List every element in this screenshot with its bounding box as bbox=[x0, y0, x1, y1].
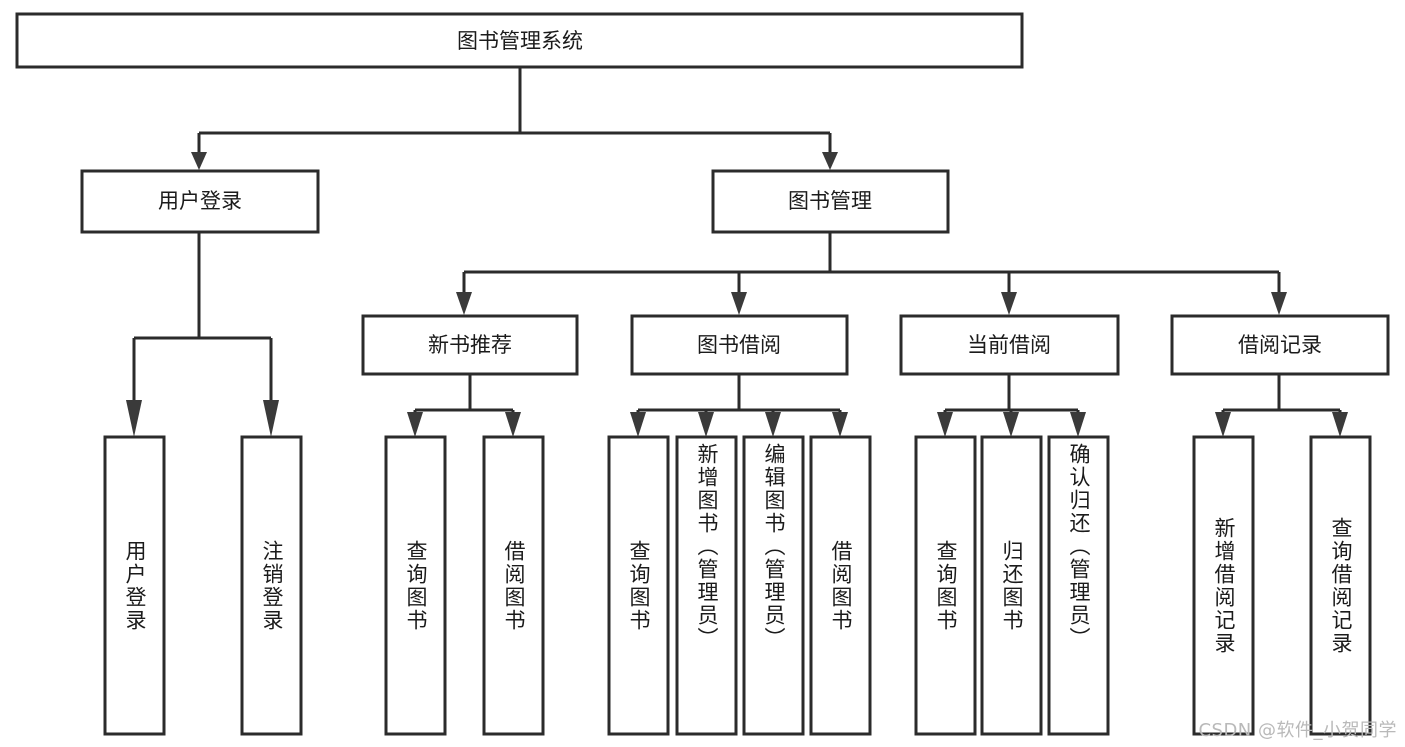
node-current-borrow-label: 当前借阅 bbox=[967, 333, 1051, 357]
arrowhead-leaf-query-book-1 bbox=[407, 412, 423, 437]
node-book-borrow[interactable]: 图书借阅 bbox=[630, 314, 849, 376]
node-book-borrow-label: 图书借阅 bbox=[697, 333, 781, 357]
arrowhead-leaf-query-record bbox=[1332, 412, 1348, 437]
node-user-login-label: 用户登录 bbox=[158, 189, 242, 213]
arrowhead-user-login bbox=[191, 152, 207, 170]
arrowhead-book-manage bbox=[822, 152, 838, 170]
arrowhead-book-borrow bbox=[731, 292, 747, 315]
arrowhead-leaf-query-book-2 bbox=[630, 412, 646, 437]
node-book-manage[interactable]: 图书管理 bbox=[711, 169, 950, 234]
arrowhead-leaf-add-book bbox=[698, 412, 714, 437]
node-user-login[interactable]: 用户登录 bbox=[80, 169, 320, 234]
node-leaf-return-book-box[interactable] bbox=[980, 435, 1043, 736]
node-root[interactable]: 图书管理系统 bbox=[15, 12, 1024, 69]
node-book-manage-label: 图书管理 bbox=[788, 189, 872, 213]
node-leaf-add-record-box[interactable] bbox=[1192, 435, 1255, 736]
arrowhead-borrow-record bbox=[1271, 292, 1287, 315]
arrowhead-leaf-edit-book bbox=[765, 412, 781, 437]
arrowhead-current-borrow bbox=[1001, 292, 1017, 315]
node-leaf-edit-book-box[interactable] bbox=[742, 435, 805, 736]
node-current-borrow[interactable]: 当前借阅 bbox=[899, 314, 1120, 376]
node-new-book-recommend[interactable]: 新书推荐 bbox=[361, 314, 579, 376]
arrowhead-new-book-recommend bbox=[456, 292, 472, 315]
node-leaf-query-book-1-box[interactable] bbox=[384, 435, 447, 736]
arrowhead-leaf-return-book bbox=[1003, 412, 1019, 437]
node-new-book-recommend-box[interactable] bbox=[361, 314, 579, 376]
node-leaf-borrow-book-2-box[interactable] bbox=[809, 435, 872, 736]
node-book-borrow-box[interactable] bbox=[630, 314, 849, 376]
arrowhead-leaf-borrow-book-1 bbox=[505, 412, 521, 437]
node-root-box[interactable] bbox=[15, 12, 1024, 69]
node-leaf-user-login-box[interactable] bbox=[103, 435, 166, 736]
arrowhead-leaf-query-book-3 bbox=[937, 412, 953, 437]
connector-layer bbox=[126, 67, 1348, 437]
node-book-manage-box[interactable] bbox=[711, 169, 950, 234]
node-leaf-add-book-box[interactable] bbox=[675, 435, 738, 736]
csdn-watermark: CSDN @软件_小贺同学 bbox=[1198, 720, 1397, 741]
node-leaf-borrow-book-1-box[interactable] bbox=[482, 435, 545, 736]
node-root-label: 图书管理系统 bbox=[457, 29, 583, 53]
node-leaf-query-book-3-box[interactable] bbox=[914, 435, 977, 736]
arrowhead-leaf-borrow-book-2 bbox=[832, 412, 848, 437]
arrowhead-leaf-user-login bbox=[126, 400, 142, 437]
arrowhead-leaf-logout bbox=[263, 400, 279, 437]
node-borrow-record[interactable]: 借阅记录 bbox=[1170, 314, 1390, 376]
node-leaf-confirm-return-box[interactable] bbox=[1047, 435, 1110, 736]
arrowhead-leaf-confirm-return bbox=[1070, 412, 1086, 437]
node-leaf-query-record-box[interactable] bbox=[1309, 435, 1372, 736]
node-borrow-record-label: 借阅记录 bbox=[1238, 333, 1322, 357]
node-leaf-query-book-2-box[interactable] bbox=[607, 435, 670, 736]
node-new-book-recommend-label: 新书推荐 bbox=[428, 333, 512, 357]
node-user-login-box[interactable] bbox=[80, 169, 320, 234]
node-leaf-logout-box[interactable] bbox=[240, 435, 303, 736]
node-borrow-record-box[interactable] bbox=[1170, 314, 1390, 376]
node-current-borrow-box[interactable] bbox=[899, 314, 1120, 376]
arrowhead-leaf-add-record bbox=[1215, 412, 1231, 437]
